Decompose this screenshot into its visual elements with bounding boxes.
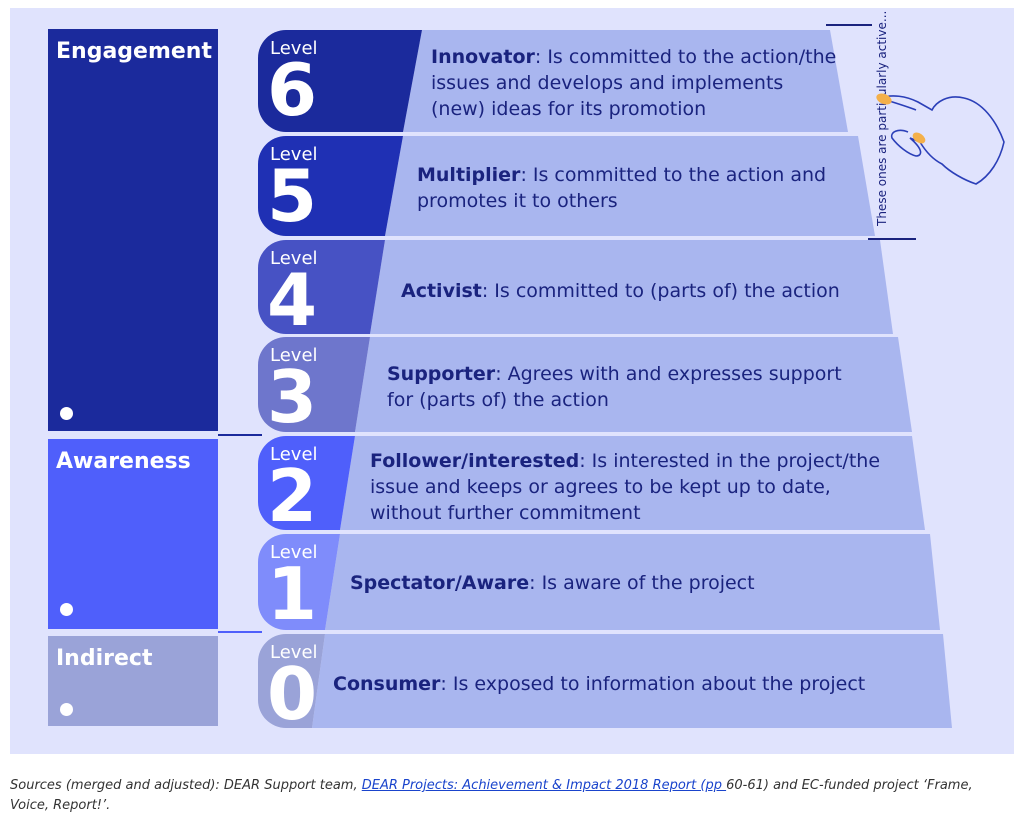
pyramid-row <box>355 337 912 432</box>
role-title: Consumer <box>333 673 441 695</box>
pointing-hand-icon <box>876 93 1005 185</box>
category-label-indirect: Indirect <box>56 646 153 671</box>
bullet-dot <box>60 603 73 616</box>
level-6-description: Innovator: Is committed to the action/th… <box>431 44 841 122</box>
caption-prefix: Sources (merged and adjusted): DEAR Supp… <box>10 778 362 793</box>
level-number: 2 <box>267 454 318 530</box>
connector-line <box>218 434 262 436</box>
pyramid-row <box>403 30 848 132</box>
role-title: Innovator <box>431 46 535 68</box>
category-label-engagement: Engagement <box>56 39 212 64</box>
level-2-tab: Level 2 <box>258 436 355 530</box>
level-number: 1 <box>267 552 318 630</box>
role-text: : Is committed to the action and promote… <box>417 164 827 212</box>
level-word: Level <box>270 248 318 269</box>
pyramid-row <box>340 436 925 530</box>
level-number: 5 <box>267 154 318 236</box>
bullet-dot <box>60 407 73 420</box>
role-text: : Is exposed to information about the pr… <box>440 673 866 695</box>
level-5-tab: Level 5 <box>258 136 403 236</box>
connector-line <box>218 631 262 633</box>
level-1-tab: Level 1 <box>258 534 340 630</box>
level-number: 0 <box>267 652 318 728</box>
report-link[interactable]: DEAR Projects: Achievement & Impact 2018… <box>361 778 727 793</box>
category-awareness: Awareness <box>48 439 218 629</box>
role-title: Supporter <box>387 363 496 385</box>
level-3-description: Supporter: Agrees with and expresses sup… <box>387 361 847 413</box>
level-number: 4 <box>267 258 318 334</box>
level-3-tab: Level 3 <box>258 337 370 432</box>
level-word: Level <box>270 542 318 563</box>
source-caption: Sources (merged and adjusted): DEAR Supp… <box>10 776 1000 816</box>
pyramid-row <box>325 534 940 630</box>
level-word: Level <box>270 345 318 366</box>
level-0-description: Consumer: Is exposed to information abou… <box>333 671 913 697</box>
level-4-tab: Level 4 <box>258 240 385 334</box>
role-title: Follower/interested <box>370 450 580 472</box>
bracket-top <box>826 24 872 26</box>
role-text: : Agrees with and expresses support for … <box>387 363 842 411</box>
level-1-description: Spectator/Aware: Is aware of the project <box>350 570 890 596</box>
role-title: Multiplier <box>417 164 521 186</box>
caption-suffix: 60-61) and EC-funded project ‘Frame, Voi… <box>10 778 973 813</box>
pyramid-row <box>370 240 893 334</box>
level-4-description: Activist: Is committed to (parts of) the… <box>401 278 861 304</box>
level-0-tab: Level 0 <box>258 634 325 728</box>
role-text: : Is committed to (parts of) the action <box>481 280 840 302</box>
role-title: Spectator/Aware <box>350 572 530 594</box>
level-number: 3 <box>267 355 318 432</box>
category-engagement: Engagement <box>48 29 218 431</box>
level-5-description: Multiplier: Is committed to the action a… <box>417 162 837 214</box>
category-label-awareness: Awareness <box>56 449 191 474</box>
level-word: Level <box>270 642 318 663</box>
level-word: Level <box>270 444 318 465</box>
role-text: : Is interested in the project/the issue… <box>370 450 881 524</box>
level-2-description: Follower/interested: Is interested in th… <box>370 448 890 526</box>
level-6-tab: Level 6 <box>258 30 422 132</box>
level-word: Level <box>270 38 318 59</box>
bracket-bottom <box>868 238 916 240</box>
role-title: Activist <box>401 280 482 302</box>
pyramid-row <box>385 136 875 236</box>
role-text: : Is committed to the action/the issues … <box>431 46 837 120</box>
role-text: : Is aware of the project <box>529 572 755 594</box>
pyramid-row <box>312 634 952 728</box>
bullet-dot <box>60 703 73 716</box>
level-word: Level <box>270 144 318 165</box>
category-indirect: Indirect <box>48 636 218 726</box>
level-number: 6 <box>267 48 318 132</box>
